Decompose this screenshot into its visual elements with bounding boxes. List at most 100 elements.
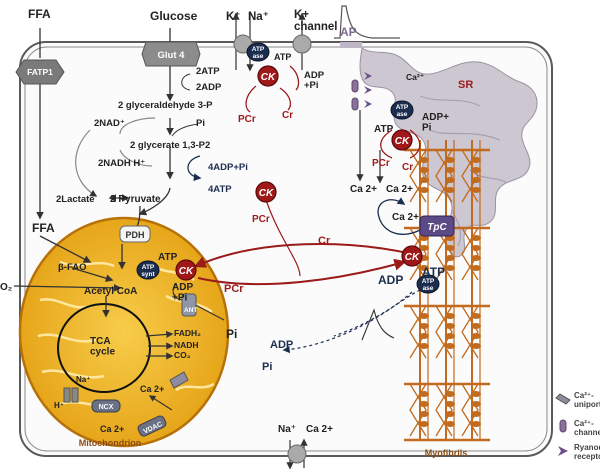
label-pcr-sr: PCr <box>372 158 390 169</box>
label-adp-pi-top: ADP+Pi <box>304 70 325 91</box>
legend-label-2: Ryanodinereceptors <box>574 443 600 461</box>
ncx-bottom-pore <box>287 444 307 464</box>
label-g3p: 2 glyceraldehyde 3-P <box>118 100 213 111</box>
ck-myofibrillar-label: CK <box>405 252 420 263</box>
label-cr-top: Cr <box>282 110 293 121</box>
label-ca-cyt2: Ca 2+ <box>386 184 413 195</box>
fatp1-label: FATP1 <box>27 67 53 77</box>
ck-sarcolemma-label: CK <box>261 72 276 83</box>
label-cr-sr: Cr <box>402 162 413 173</box>
troponin-c: TpC <box>419 215 455 237</box>
label-beta-fao: β-FAO <box>58 262 87 273</box>
label-pi-mito: Pi <box>226 327 237 341</box>
legend-label-1: Ca²⁺-channel <box>574 419 600 437</box>
label-two-adp: 2ADP <box>196 82 222 93</box>
label-na-mito: Na⁺ <box>76 375 90 384</box>
label-adp-pi-mito: ADP+Pi <box>172 282 193 304</box>
ck-glycolytic-label: CK <box>259 188 274 199</box>
label-pcr-top: PCr <box>238 114 256 125</box>
myofibrils <box>404 140 490 442</box>
label-lactate: 2Lactate <box>56 194 95 205</box>
label-na-plus-top: Na⁺ <box>248 11 269 23</box>
ck-glycolytic: CK <box>255 181 277 203</box>
ck-mitochondrial: CK <box>175 259 197 281</box>
label-ca-mito2: Ca 2+ <box>100 424 124 434</box>
label-nadh-mito: NADH <box>174 340 199 350</box>
adp-dashed-arrow <box>333 289 421 337</box>
ck-myofibrillar: CK <box>401 245 423 267</box>
ca-channels <box>351 79 359 111</box>
label-ffa-mid: FFA <box>32 221 55 235</box>
substrate-phosphorylation-curve <box>187 155 202 182</box>
sr-label: SR <box>458 79 473 91</box>
contraction-spike <box>361 308 395 341</box>
label-pi-cyt: Pi <box>262 361 272 373</box>
label-atp-top: ATP <box>274 52 291 62</box>
label-atp-myo: ATP <box>422 265 445 279</box>
label-k-plus: K⁺ <box>226 11 240 23</box>
label-ca-mito1: Ca 2+ <box>140 384 164 394</box>
ck-sarcolemma: CK <box>257 65 279 87</box>
uniporter-icon <box>555 393 571 405</box>
ca-vdac-arrow <box>148 395 173 411</box>
ca-tpc-loop <box>377 197 421 235</box>
label-myofibrils: Myofibrils <box>425 448 468 458</box>
label-pyruvate: 2 Pyruvate <box>110 194 161 205</box>
ncx-exchanger: NCX <box>91 399 121 413</box>
label-ffa-top: FFA <box>28 7 51 21</box>
adp-pi-dashed-arrow <box>282 291 413 354</box>
pdh-complex: PDH <box>119 225 151 243</box>
oxygen-arrow <box>13 283 122 292</box>
ck-mitochondrial-label: CK <box>179 266 194 277</box>
atp-ck-top-curve <box>289 65 300 91</box>
legend-item-1: Ca²⁺-channel <box>559 419 600 437</box>
label-atp-mito: ATP <box>158 252 178 263</box>
action-potential-wave <box>334 5 400 39</box>
label-fadh: FADH₂ <box>174 328 201 338</box>
label-two-atp: 2ATP <box>196 66 220 77</box>
sr-folds <box>419 95 507 247</box>
label-adp-cyt: ADP <box>270 339 293 351</box>
label-pcr-mid: PCr <box>252 214 270 225</box>
pi-curve <box>171 123 199 137</box>
bfao-to-acetyl-arrow <box>71 267 114 282</box>
tpc-label: TpC <box>427 222 447 233</box>
ap-membrane-marker <box>340 42 362 48</box>
sarcoplasmic-reticulum <box>359 47 538 258</box>
label-ca-tpc: Ca 2+ <box>392 212 419 223</box>
legend-item-2: Ryanodinereceptors <box>558 443 600 461</box>
mito-uniporter <box>169 371 189 389</box>
label-ca-sr: Ca²⁺ <box>406 72 424 82</box>
label-mitochondrion: Mitochondrion <box>79 438 142 448</box>
tca-cycle-ring <box>57 303 151 393</box>
label-pcr-arrow: PCr <box>224 283 244 295</box>
cell-membrane-inner <box>24 46 548 452</box>
label-g13p2: 2 glycerate 1,3-P2 <box>130 140 210 151</box>
glut4-label: Glut 4 <box>158 50 186 61</box>
ck-sr-label: CK <box>395 136 410 147</box>
ck-sr: CK <box>391 129 413 151</box>
sr-ck-curve <box>380 129 421 159</box>
atp-adp-curve <box>181 73 191 91</box>
label-na-bottom: Na⁺ <box>278 424 296 435</box>
label-pi-gly: Pi <box>196 118 205 129</box>
nadh-lactate-loop <box>75 129 98 197</box>
glut4-transporter: Glut 4 <box>141 41 201 67</box>
nad-nadh-curve <box>119 117 156 167</box>
label-adp-myo: ADP <box>378 273 403 287</box>
tca-fadh-arrow <box>145 330 174 339</box>
label-ap: AP <box>340 25 357 39</box>
label-adp-pi-sr: ADP+Pi <box>422 112 449 134</box>
fatp1-transporter: FATP1 <box>15 59 65 85</box>
ant-transporter <box>181 293 197 317</box>
label-atp-sr: ATP <box>374 124 394 135</box>
label-cr-mid: Cr <box>318 235 331 247</box>
pdh-label: PDH <box>125 230 144 240</box>
label-acetyl-coa: Acetyl CoA <box>84 286 137 297</box>
